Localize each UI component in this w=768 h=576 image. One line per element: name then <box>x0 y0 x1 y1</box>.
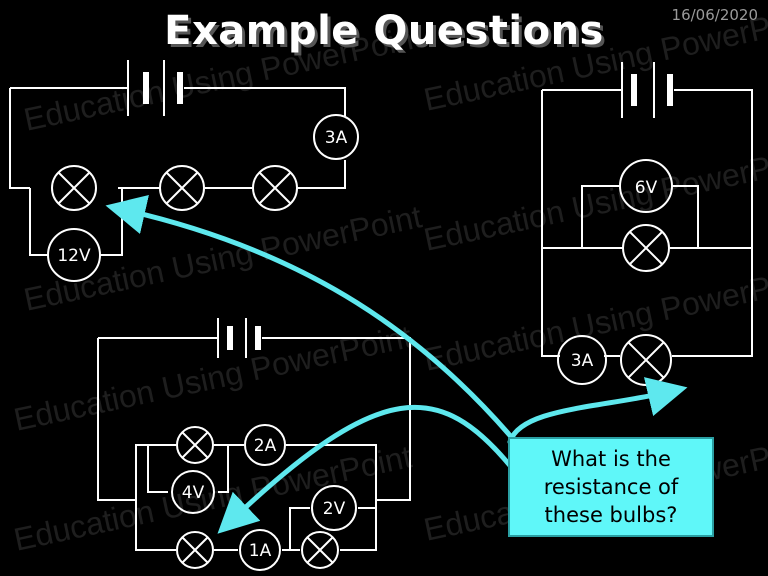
bulb-icon <box>620 334 672 386</box>
battery-icon <box>217 318 261 358</box>
voltmeter-icon <box>171 470 215 514</box>
wire <box>541 89 753 357</box>
callout-line: resistance of <box>543 475 679 499</box>
voltmeter-icon <box>47 228 101 282</box>
ammeter-icon <box>244 424 286 466</box>
ammeter-label: 1A <box>249 541 272 561</box>
ammeter-label: 3A <box>571 351 594 371</box>
ammeter-label: 2A <box>254 436 277 456</box>
bulb-icon <box>51 165 97 211</box>
arrow-to-circuit-3 <box>217 404 515 534</box>
voltmeter-label: 4V <box>182 483 205 503</box>
ammeter-label: 3A <box>325 128 348 148</box>
voltmeter-icon <box>311 485 357 531</box>
bulb-icon <box>159 165 205 211</box>
question-callout: What is the resistance of these bulbs? <box>508 437 714 537</box>
callout-arrows <box>105 194 688 534</box>
callout-line: What is the <box>551 447 671 471</box>
circuit-2 <box>541 62 753 386</box>
callout-line: these bulbs? <box>544 503 678 527</box>
slide-title: Example Questions <box>164 8 604 54</box>
bulb-icon <box>252 165 298 211</box>
battery-icon <box>621 62 673 118</box>
voltmeter-label: 6V <box>635 178 658 198</box>
voltmeter-icon <box>619 159 673 213</box>
wire <box>289 507 376 550</box>
bulb-icon <box>176 531 214 569</box>
wire <box>9 87 346 189</box>
ammeter-icon <box>313 114 359 160</box>
voltmeter-label: 12V <box>57 246 91 266</box>
bulb-icon <box>622 224 670 272</box>
arrow-to-circuit-1 <box>105 194 543 475</box>
voltmeter-label: 2V <box>323 499 346 519</box>
bulb-icon <box>176 426 214 464</box>
ammeter-icon <box>557 335 607 385</box>
arrow-to-circuit-2 <box>507 377 688 445</box>
wire <box>29 188 123 256</box>
bulb-icon <box>301 531 339 569</box>
wire <box>581 185 699 248</box>
circuit-1 <box>9 60 359 282</box>
slide-date: 16/06/2020 <box>671 6 758 24</box>
battery-icon <box>127 60 183 116</box>
